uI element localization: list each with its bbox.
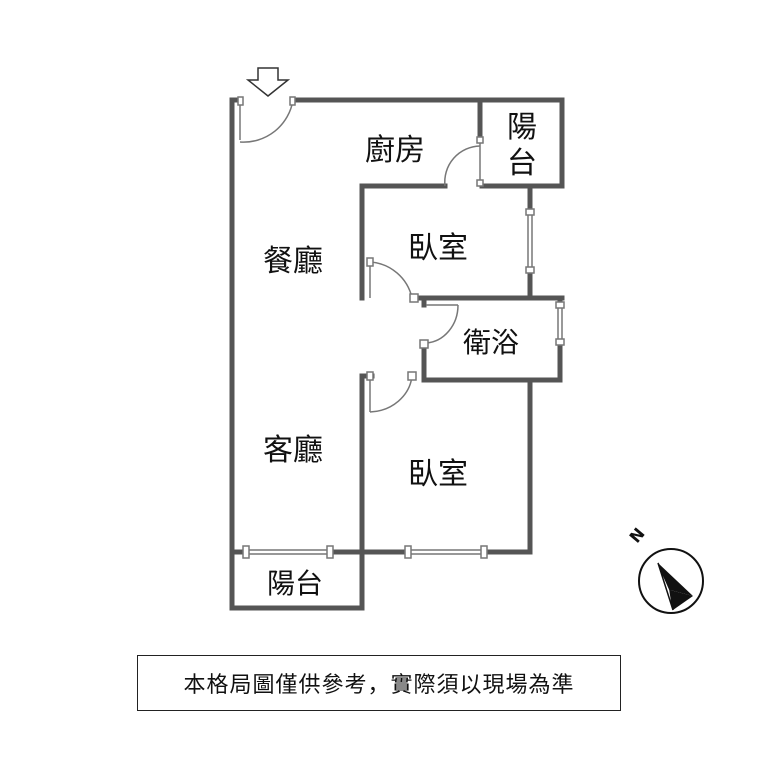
compass-icon: N bbox=[626, 524, 704, 614]
entrance-arrow-icon bbox=[245, 67, 291, 97]
disclaimer-text: 本格局圖僅供參考，實際須以現場為準 bbox=[183, 673, 575, 698]
room-label-bedroom-upper: 臥室 bbox=[408, 231, 468, 266]
room-label-kitchen: 廚房 bbox=[365, 133, 425, 168]
room-label-balcony-top-1: 陽 bbox=[507, 110, 537, 145]
room-label-dining: 餐廳 bbox=[263, 244, 323, 279]
room-label-balcony-bottom: 陽台 bbox=[267, 567, 323, 600]
room-label-balcony-top-2: 台 bbox=[507, 146, 537, 181]
room-label-bathroom: 衛浴 bbox=[463, 326, 519, 359]
walls bbox=[229, 97, 565, 611]
windows bbox=[242, 208, 565, 559]
room-label-bedroom-lower: 臥室 bbox=[408, 457, 468, 492]
doors bbox=[237, 96, 484, 413]
disclaimer-box: 本格局圖僅供參考，實際須以現場為準 bbox=[137, 655, 621, 711]
room-label-living: 客廳 bbox=[263, 433, 323, 468]
compass-north-letter: N bbox=[626, 524, 649, 546]
